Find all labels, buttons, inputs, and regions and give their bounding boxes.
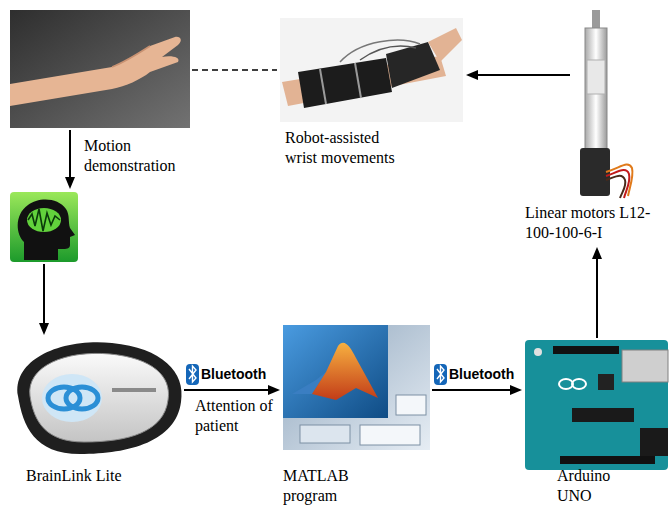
flow-arrow (432, 385, 522, 395)
node-caption: Arduino UNO (557, 466, 637, 506)
flow-arrow (65, 130, 75, 189)
node-caption: Robot-assisted wrist movements (285, 128, 405, 168)
arrow-head (466, 70, 478, 80)
flow-arrow (39, 264, 49, 335)
image-node: Robot-assisted wrist movements (280, 18, 463, 122)
image-node: MATLAB program (283, 325, 430, 450)
flow-arrow (466, 70, 570, 80)
hand-photo (10, 10, 190, 128)
bluetooth-label: Bluetooth (201, 365, 266, 383)
arrow-head (268, 385, 280, 395)
connector-line (596, 257, 598, 338)
wrist-robot-photo (280, 18, 463, 122)
connector-line (432, 389, 512, 391)
bluetooth-symbol (186, 364, 199, 385)
connector-line (184, 389, 270, 391)
flow-arrow (184, 385, 280, 395)
bluetooth-label: Bluetooth (449, 365, 514, 383)
matlab-logo (283, 325, 430, 450)
flow-arrow (592, 247, 602, 338)
brain-icon (10, 192, 78, 262)
arrow-head (510, 385, 522, 395)
connector-line (192, 69, 277, 71)
bluetooth-symbol (434, 364, 447, 385)
arrow-head (592, 247, 602, 259)
linear-motor (580, 10, 633, 198)
image-node (10, 10, 190, 128)
node-caption: MATLAB program (283, 466, 363, 506)
label-holder: Attention of patient (195, 396, 287, 436)
image-node: Linear motors L12-100-100-6-I (572, 8, 634, 200)
label-holder: Motion demonstration (84, 136, 194, 176)
edge-label: Attention of patient (195, 396, 287, 436)
dashed-link (192, 70, 277, 71)
edge-label: Motion demonstration (84, 136, 194, 176)
image-node (10, 192, 78, 262)
connector-line (69, 130, 71, 179)
node-caption: Linear motors L12-100-100-6-I (525, 203, 669, 243)
brainlink-device (17, 342, 181, 454)
node-caption: BrainLink Lite (26, 466, 186, 486)
image-node: Arduino UNO (525, 340, 668, 470)
label-holder: Bluetooth (449, 365, 514, 383)
arrow-head (65, 177, 75, 189)
image-node: BrainLink Lite (10, 338, 182, 455)
connector-line (43, 264, 45, 325)
arduino-board (525, 340, 668, 470)
connector-line (476, 74, 570, 76)
arrow-head (39, 323, 49, 335)
label-holder: Bluetooth (201, 365, 266, 383)
